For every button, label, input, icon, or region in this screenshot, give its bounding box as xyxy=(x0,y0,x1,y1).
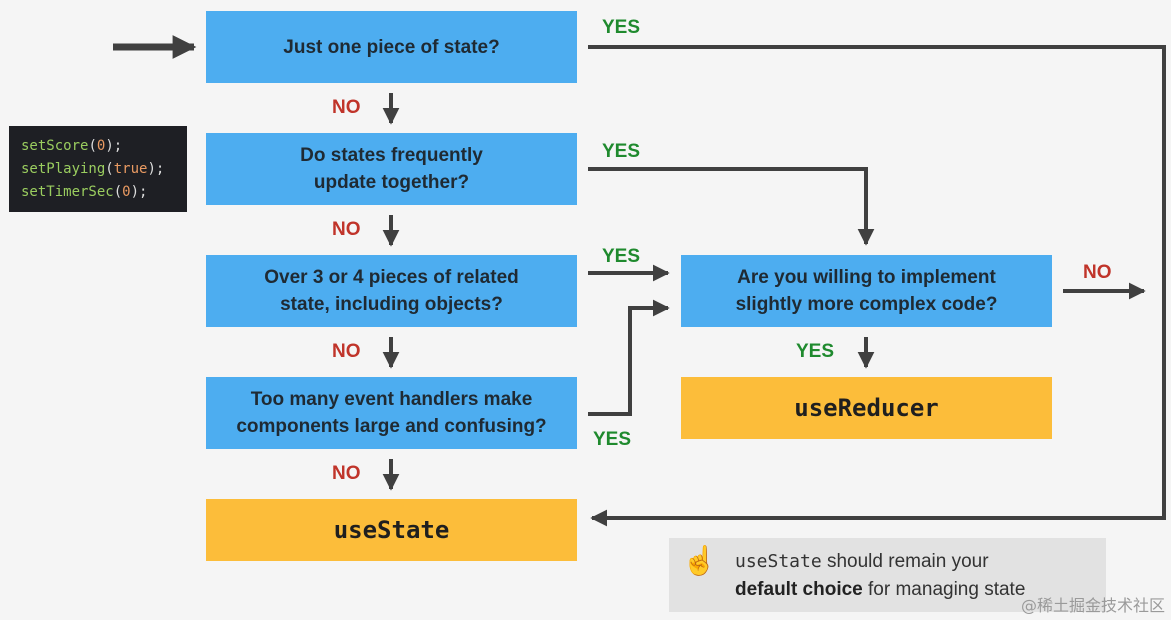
watermark: @稀土掘金技术社区 xyxy=(1020,596,1165,615)
pointing-up-hand-icon: ☝️ xyxy=(682,545,717,576)
code-line: setPlaying(true); xyxy=(21,161,165,177)
label-q5-yes: YES xyxy=(796,341,835,362)
label-q4-no: NO xyxy=(332,463,361,484)
result-usestate: useState xyxy=(206,499,577,561)
label-q2-yes: YES xyxy=(602,141,641,162)
label-q2-no: NO xyxy=(332,219,361,240)
note-code: useState xyxy=(735,551,822,572)
code-snippet: setScore(0); setPlaying(true); setTimerS… xyxy=(9,126,187,212)
default-choice-note: useState should remain your default choi… xyxy=(669,538,1106,612)
note-text-1: should remain your xyxy=(821,551,989,572)
note-bold: default choice xyxy=(735,579,863,600)
question-one-piece-of-state: Just one piece of state? xyxy=(206,11,577,83)
arrow-q4-yes xyxy=(588,299,670,416)
label-q1-no: NO xyxy=(332,97,361,118)
label-q3-no: NO xyxy=(332,341,361,362)
label-q5-no: NO xyxy=(1083,262,1112,283)
question-related-state-pieces: Over 3 or 4 pieces of related state, inc… xyxy=(206,255,577,327)
arrow-q1-yes xyxy=(588,45,1166,527)
question-event-handlers: Too many event handlers make components … xyxy=(206,377,577,449)
label-q4-yes: YES xyxy=(593,429,632,450)
code-line: setTimerSec(0); xyxy=(21,184,148,200)
label-q3-yes: YES xyxy=(602,246,641,267)
code-line: setScore(0); xyxy=(21,138,123,154)
note-text-2: for managing state xyxy=(862,579,1026,600)
label-q1-yes: YES xyxy=(602,17,641,38)
arrow-q2-yes xyxy=(588,167,875,246)
question-update-together: Do states frequently update together? xyxy=(206,133,577,205)
result-usereducer: useReducer xyxy=(681,377,1052,439)
question-complex-code: Are you willing to implement slightly mo… xyxy=(681,255,1052,327)
